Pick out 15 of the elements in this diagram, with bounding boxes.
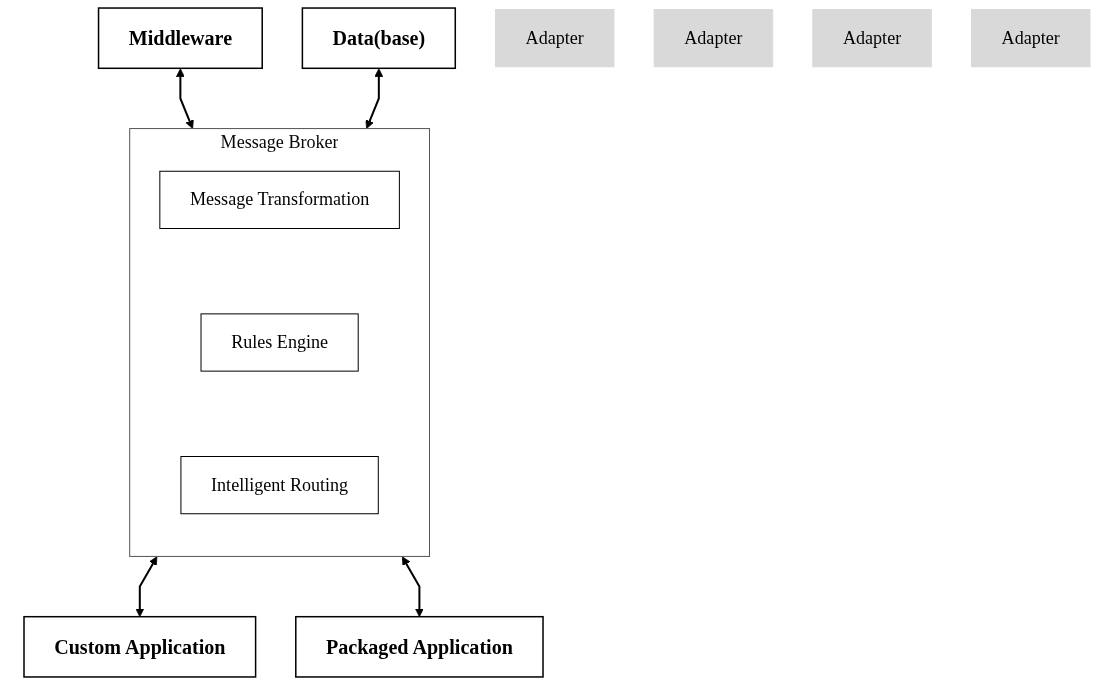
node-box: Adapter <box>812 9 932 68</box>
node-box: Rules Engine <box>200 313 359 372</box>
arrow <box>175 68 194 129</box>
node-box: Adapter <box>971 9 1091 68</box>
node-box: Custom Application <box>23 615 257 678</box>
arrow <box>135 556 158 618</box>
node-box: Middleware <box>97 7 263 70</box>
node-box: Packaged Application <box>295 615 544 678</box>
node-box: Intelligent Routing <box>180 456 379 515</box>
arrow <box>365 68 384 129</box>
node-box: Data(base) <box>301 7 457 70</box>
arrow <box>401 556 424 618</box>
node-box: Adapter <box>494 9 615 68</box>
node-box: Adapter <box>653 9 774 68</box>
node-box: Message Transformation <box>159 170 400 229</box>
